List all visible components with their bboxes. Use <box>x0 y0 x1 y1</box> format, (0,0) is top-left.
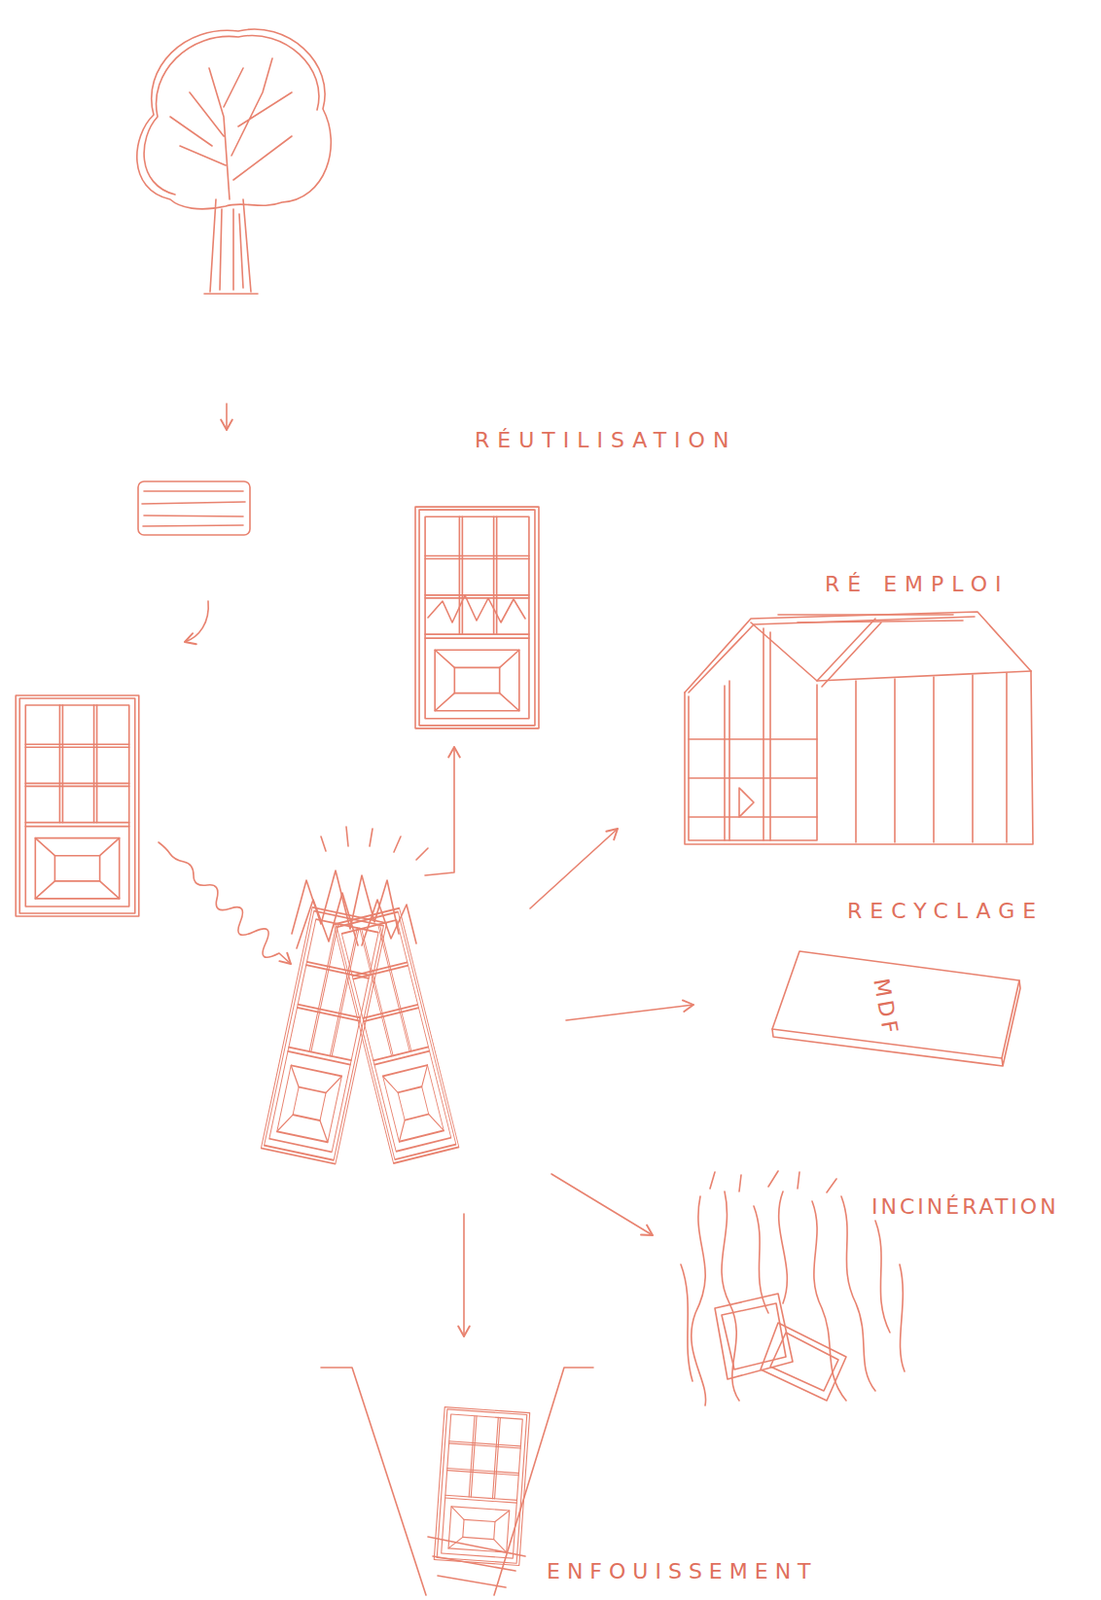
fire <box>680 1171 905 1406</box>
window <box>15 695 140 917</box>
log <box>138 481 250 535</box>
flow-arrow <box>462 1213 465 1337</box>
outcome-heading: INCINÉRATION <box>871 1194 1060 1220</box>
reclaimed-house <box>684 611 1033 845</box>
outcome-heading: RECYCLAGE <box>847 898 1044 924</box>
flow-arrow <box>551 1173 653 1236</box>
outcome-heading: RÉ EMPLOI <box>824 571 1010 598</box>
broken-window <box>260 826 459 1165</box>
material-label: MDF <box>867 976 904 1039</box>
flow-arrow <box>184 601 209 642</box>
wavy-arrow <box>158 842 291 964</box>
flow-arrow <box>425 746 455 876</box>
flow-arrow <box>530 828 618 909</box>
mdf-board <box>772 951 1021 1066</box>
tree <box>137 29 331 294</box>
flow-arrow <box>566 1004 694 1021</box>
flow-arrow <box>225 403 228 430</box>
reused-window <box>415 506 539 729</box>
outcome-heading: RÉUTILISATION <box>474 427 737 454</box>
outcome-heading: ENFOUISSEMENT <box>546 1559 818 1585</box>
